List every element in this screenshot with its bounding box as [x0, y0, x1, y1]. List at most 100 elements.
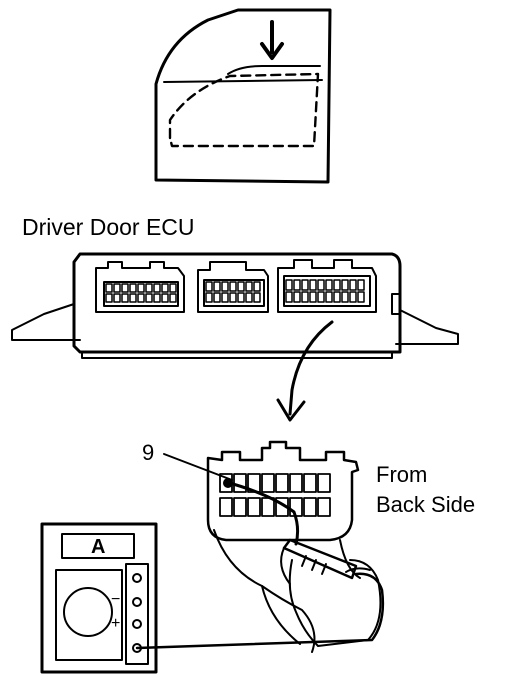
ecu-pin — [253, 292, 261, 303]
driver-door-ecu — [11, 252, 459, 422]
pin-number-label: 9 — [142, 440, 155, 465]
ecu-pin — [285, 291, 293, 303]
ecu-pin — [301, 291, 309, 303]
connector-pin — [303, 497, 317, 517]
connector-pin — [275, 473, 289, 493]
ecu-pin — [153, 293, 161, 303]
ecu-pin — [169, 283, 177, 293]
ecu-pin — [105, 293, 113, 303]
ecu-pin — [357, 279, 365, 291]
connector-housing — [206, 440, 360, 542]
ecu-pin — [349, 291, 357, 303]
connector-pin — [233, 473, 247, 493]
probe-body — [282, 538, 358, 580]
probe-grip — [301, 555, 327, 575]
car-door-illustration — [154, 8, 332, 184]
ecu-pin — [129, 293, 137, 303]
ecu-pin — [221, 292, 229, 303]
ecu-base — [81, 351, 393, 359]
ecu-pin — [229, 292, 237, 303]
ecu-connector-2 — [197, 261, 269, 313]
ecu-pin — [161, 293, 169, 303]
ecu-pin — [153, 283, 161, 293]
meter-probe — [223, 478, 358, 580]
ecu-pin — [309, 279, 317, 291]
from-back-side-label-line2: Back Side — [376, 492, 476, 517]
from-back-side-label-line1: From — [376, 462, 428, 487]
connector-callout-arrow — [288, 320, 334, 416]
ecu-pin — [309, 291, 317, 303]
ecu-pin — [341, 279, 349, 291]
meter-display — [61, 533, 135, 559]
connector-back-view — [206, 440, 361, 653]
meter-jack-1 — [132, 573, 142, 583]
hand-illustration — [280, 547, 382, 647]
meter-jack-3 — [132, 619, 142, 629]
door-outline — [154, 8, 332, 184]
hand-thumb — [345, 567, 371, 573]
meter-jack-panel — [125, 563, 149, 665]
ecu-connector-pins — [105, 279, 365, 303]
wire-harness — [213, 529, 361, 645]
ecu-pin — [129, 283, 137, 293]
ecu-pin — [357, 291, 365, 303]
ecu-pin — [245, 292, 253, 303]
door-armrest — [227, 65, 321, 75]
connector-pin — [261, 473, 275, 493]
connector-pin — [247, 497, 261, 517]
ecu-pin — [121, 283, 129, 293]
ecu-pin — [213, 292, 221, 303]
probe-lead — [224, 480, 300, 546]
connector-pin — [317, 497, 331, 517]
ecu-pin — [317, 291, 325, 303]
ecu-pin — [301, 279, 309, 291]
ecu-pin — [333, 279, 341, 291]
connector-pin — [289, 473, 303, 493]
ecu-pin — [325, 291, 333, 303]
ecu-pin — [333, 291, 341, 303]
ecu-pin — [169, 293, 177, 303]
ecu-pin — [205, 292, 213, 303]
door-inner-panel — [168, 72, 320, 148]
meter-mode-label: A — [91, 536, 106, 558]
connector-pin — [317, 473, 331, 493]
connector-pin — [303, 473, 317, 493]
ecu-pin — [341, 291, 349, 303]
ecu-pin — [145, 283, 153, 293]
ecu-right-flange — [395, 309, 459, 345]
meter-plus-sign: + — [111, 615, 120, 632]
ecu-pin — [229, 281, 237, 292]
meter-jack-2 — [132, 597, 142, 607]
connector-pin — [261, 497, 275, 517]
ecu-left-flange — [11, 303, 81, 341]
meter-case — [40, 522, 158, 674]
ecu-connector-3 — [277, 259, 377, 313]
ecu-pin — [161, 283, 169, 293]
pin-9-leader-line — [163, 453, 233, 481]
connector-pin — [233, 497, 247, 517]
hand-outline — [288, 559, 382, 647]
ecu-title-label: Driver Door ECU — [22, 214, 195, 240]
ecu-pin — [105, 283, 113, 293]
ecu-pin — [325, 279, 333, 291]
ecu-pin — [317, 279, 325, 291]
wire-harness-lower — [261, 585, 316, 653]
multimeter — [40, 522, 385, 674]
ecu-connector-1 — [95, 261, 185, 313]
ecu-pin — [145, 293, 153, 303]
ecu-pin — [237, 281, 245, 292]
ecu-side-tab — [391, 293, 401, 315]
ecu-pin — [237, 292, 245, 303]
meter-dial-panel — [55, 569, 123, 661]
ecu-body — [72, 252, 402, 354]
ecu-pin — [245, 281, 253, 292]
meter-lead — [135, 572, 385, 650]
connector-callout-arrow-head — [276, 398, 306, 422]
ecu-pin — [221, 281, 229, 292]
connector-pin-grid — [219, 473, 331, 517]
hand-finger — [280, 547, 291, 585]
meter-dial — [63, 587, 113, 637]
ecu-pin — [253, 281, 261, 292]
